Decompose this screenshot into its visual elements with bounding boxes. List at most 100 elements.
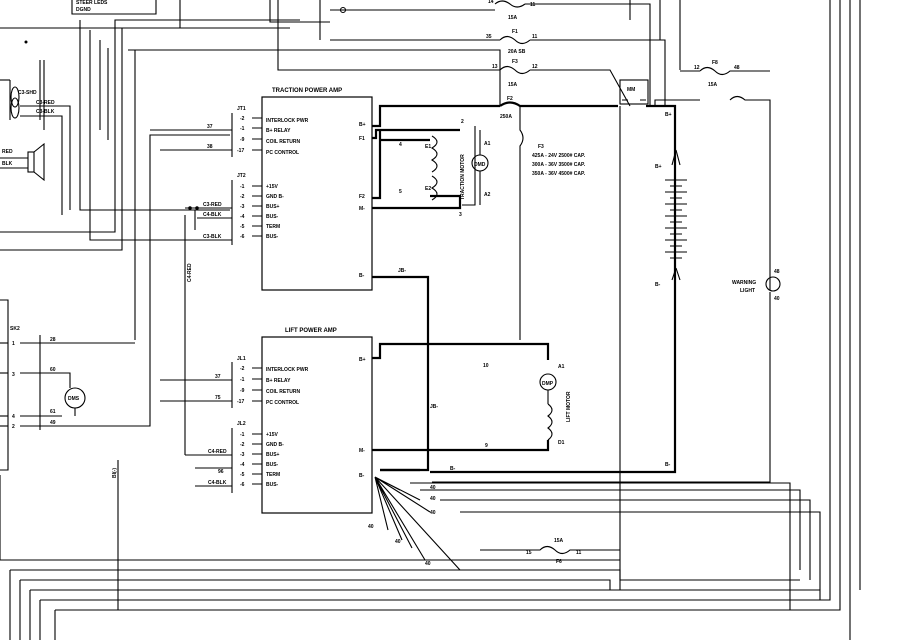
f1-name: F1	[512, 29, 518, 35]
dgnd-label: DGND	[76, 7, 91, 13]
f6-left: 15	[526, 550, 532, 556]
warning-label-1: WARNING	[732, 280, 756, 286]
lift-wire-9: 9	[485, 443, 488, 449]
f3-main-rating-3: 350A - 36V 4500# CAP.	[532, 171, 586, 177]
f1-right: 11	[532, 34, 538, 40]
f6-rating: 15A	[554, 538, 564, 544]
w40-c: 40	[430, 510, 436, 516]
dms-label: DMS	[68, 396, 80, 402]
jt2-pin: -2	[240, 194, 245, 200]
traction-term-bminus: B-	[359, 273, 365, 279]
warning-label-2: LIGHT	[740, 288, 755, 294]
jl1-signal: PC CONTROL	[266, 400, 299, 406]
jl1-pin: -2	[240, 366, 245, 372]
traction-term-f2: F2	[359, 194, 365, 200]
battery-group: MM B+ B+ B- B-	[430, 79, 687, 590]
jl1-pin: -1	[240, 377, 245, 383]
jt2-wire-c3-red: C3-RED	[203, 202, 222, 208]
c3-red-label: C3-RED	[36, 100, 55, 106]
jl2-pin: -6	[240, 482, 245, 488]
warning-wire-48: 48	[774, 269, 780, 275]
f3-main-rating-1: 425A - 24V 2500# CAP.	[532, 153, 586, 159]
jt2-wire-c4-blk: C4-BLK	[203, 212, 222, 218]
lift-d1-label: D1	[558, 440, 565, 446]
lift-a1-label: A1	[558, 364, 565, 370]
jt2-pin: -1	[240, 184, 245, 190]
f3-main-rating-2: 300A - 36V 3500# CAP.	[532, 162, 586, 168]
battery-bplus: B+	[665, 112, 672, 118]
motor-wire-5: 5	[399, 189, 402, 195]
jt2-pin: -5	[240, 224, 245, 230]
traction-term-bplus: B+	[359, 122, 366, 128]
jt1-wire-37: 37	[207, 124, 213, 130]
jl2-pin: -5	[240, 472, 245, 478]
traction-motor-label: TRACTION MOTOR	[460, 154, 466, 200]
fanout-wires: B- 40 40 40 40 40 40	[368, 466, 821, 590]
jt1-pin: -1	[240, 126, 245, 132]
sk2-label: SK2	[10, 326, 20, 332]
jl2-wire-96: 96	[218, 469, 224, 475]
traction-term-m: M-	[359, 206, 365, 212]
f3-name: F3	[512, 59, 518, 65]
pin3-label: 3	[12, 372, 15, 378]
motor-wire-3: 3	[459, 212, 462, 218]
jt2-pin: -3	[240, 204, 245, 210]
f6-right: 11	[576, 550, 582, 556]
a1-label: A1	[484, 141, 491, 147]
jl1-pin: -9	[240, 388, 245, 394]
lift-motor: DMP A1 D1 LIFT MOTOR 10 9	[372, 342, 572, 452]
motor-wire-2: 2	[461, 119, 464, 125]
jt1-signal: INTERLOCK PWR	[266, 118, 309, 124]
w40-a: 40	[430, 485, 436, 491]
cell-bminus: B-	[655, 282, 661, 288]
c3-blk-label: C3-BLK	[36, 109, 55, 115]
jl2-label: JL2	[237, 421, 246, 427]
bminus-small: B-	[450, 466, 456, 472]
jl2-wire-c4-blk: C4-BLK	[208, 480, 227, 486]
pin4-label: 4	[12, 414, 15, 420]
c3-shd-label: C3-SHD	[18, 90, 37, 96]
f6-fuse: 15 11 15A F6	[480, 538, 620, 565]
jl1-signal: COIL RETURN	[266, 389, 300, 395]
jl1-wire-37: 37	[215, 374, 221, 380]
f3-right: 12	[532, 64, 538, 70]
f1-left: 35	[486, 34, 492, 40]
blk-label: BLK	[2, 161, 13, 167]
traction-power-amp: TRACTION POWER AMP JT1 -2 -1 -9 -17 INTE…	[150, 88, 373, 291]
w40-b: 40	[430, 496, 436, 502]
f3-main-name: F3	[538, 144, 544, 150]
f8-left: 12	[694, 65, 700, 71]
lift-term-m: M-	[359, 448, 365, 454]
jl1-wire-75: 75	[215, 395, 221, 401]
motor-wire-4: 4	[399, 142, 402, 148]
traction-amp-title: TRACTION POWER AMP	[272, 88, 342, 94]
jt2-signal: BUS+	[266, 204, 280, 210]
lift-motor-label: LIFT MOTOR	[566, 391, 572, 422]
jt1-pin: -17	[237, 148, 244, 154]
jl2-signal: TERM	[266, 472, 280, 478]
mm-label: MM	[627, 87, 635, 93]
jt2-wire-c3-blk: C3-BLK	[203, 234, 222, 240]
jl2-pin: -3	[240, 452, 245, 458]
jt1-signal: PC CONTROL	[266, 150, 299, 156]
warning-light: WARNING LIGHT 48 40	[432, 269, 781, 483]
red-label: RED	[2, 149, 13, 155]
jl2-signal: +15V	[266, 432, 278, 438]
battery-bminus: B-	[665, 462, 671, 468]
jt1-pin: -2	[240, 116, 245, 122]
lift-term-bminus: B-	[359, 473, 365, 479]
dmd-label: DMD	[474, 162, 486, 168]
jl1-signal: B+ RELAY	[266, 378, 291, 384]
e2-label: E2	[425, 186, 431, 192]
jt2-signal: GND B-	[266, 194, 284, 200]
w40-e: 40	[395, 539, 401, 545]
w49-label: 49	[50, 420, 56, 426]
f8-rating: 15A	[708, 82, 718, 88]
jl1-label: JL1	[237, 356, 246, 362]
jl2-signal: BUS+	[266, 452, 280, 458]
lift-power-amp: LIFT POWER AMP JL1 -2 -1 -9 -17 INTERLOC…	[160, 328, 373, 514]
f3-left: 13	[492, 64, 498, 70]
w40-d: 40	[368, 524, 374, 530]
jt2-signal: +15V	[266, 184, 278, 190]
